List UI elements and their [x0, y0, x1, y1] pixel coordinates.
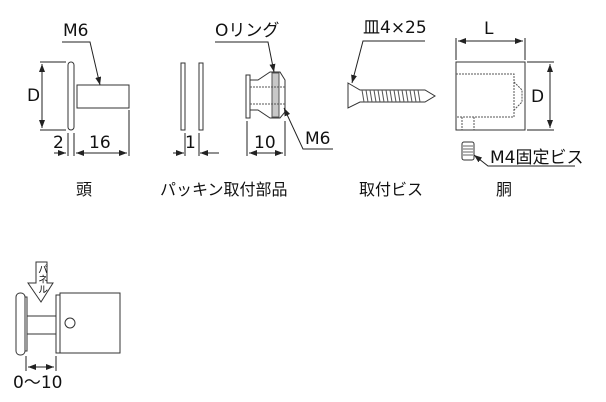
assembly-view: パネル 0〜10 — [13, 261, 121, 393]
body-diameter-label: D — [531, 87, 544, 107]
set-screw-label: M4固定ビス — [490, 148, 583, 168]
screw-caption: 取付ビス — [359, 180, 423, 199]
body-caption: 胴 — [496, 180, 512, 199]
body-part: L D M4固定ビス 胴 — [455, 19, 583, 199]
head-thread-label: M6 — [63, 21, 88, 41]
head-caption: 頭 — [76, 180, 92, 199]
packing-thread-label: M6 — [305, 129, 330, 149]
body-length-label: L — [484, 19, 494, 39]
gap-range-label: 0〜10 — [13, 373, 62, 393]
head-flange-thickness: 2 — [53, 133, 64, 153]
oring-label: Oリング — [215, 21, 279, 41]
packing-part: 1 10 Oリング M6 パッキン取付部品 — [160, 21, 333, 199]
head-shank-length: 16 — [89, 133, 111, 153]
packing-length: 10 — [254, 133, 276, 153]
head-diameter-label: D — [27, 86, 40, 106]
packing-washer-thickness: 1 — [185, 133, 196, 153]
panel-label: パネル — [36, 264, 48, 294]
screw-part: 皿4×25 取付ビス — [347, 18, 436, 199]
packing-caption: パッキン取付部品 — [160, 180, 288, 199]
screw-spec-label: 皿4×25 — [363, 18, 427, 38]
head-part: D 2 16 M6 頭 — [27, 21, 130, 199]
